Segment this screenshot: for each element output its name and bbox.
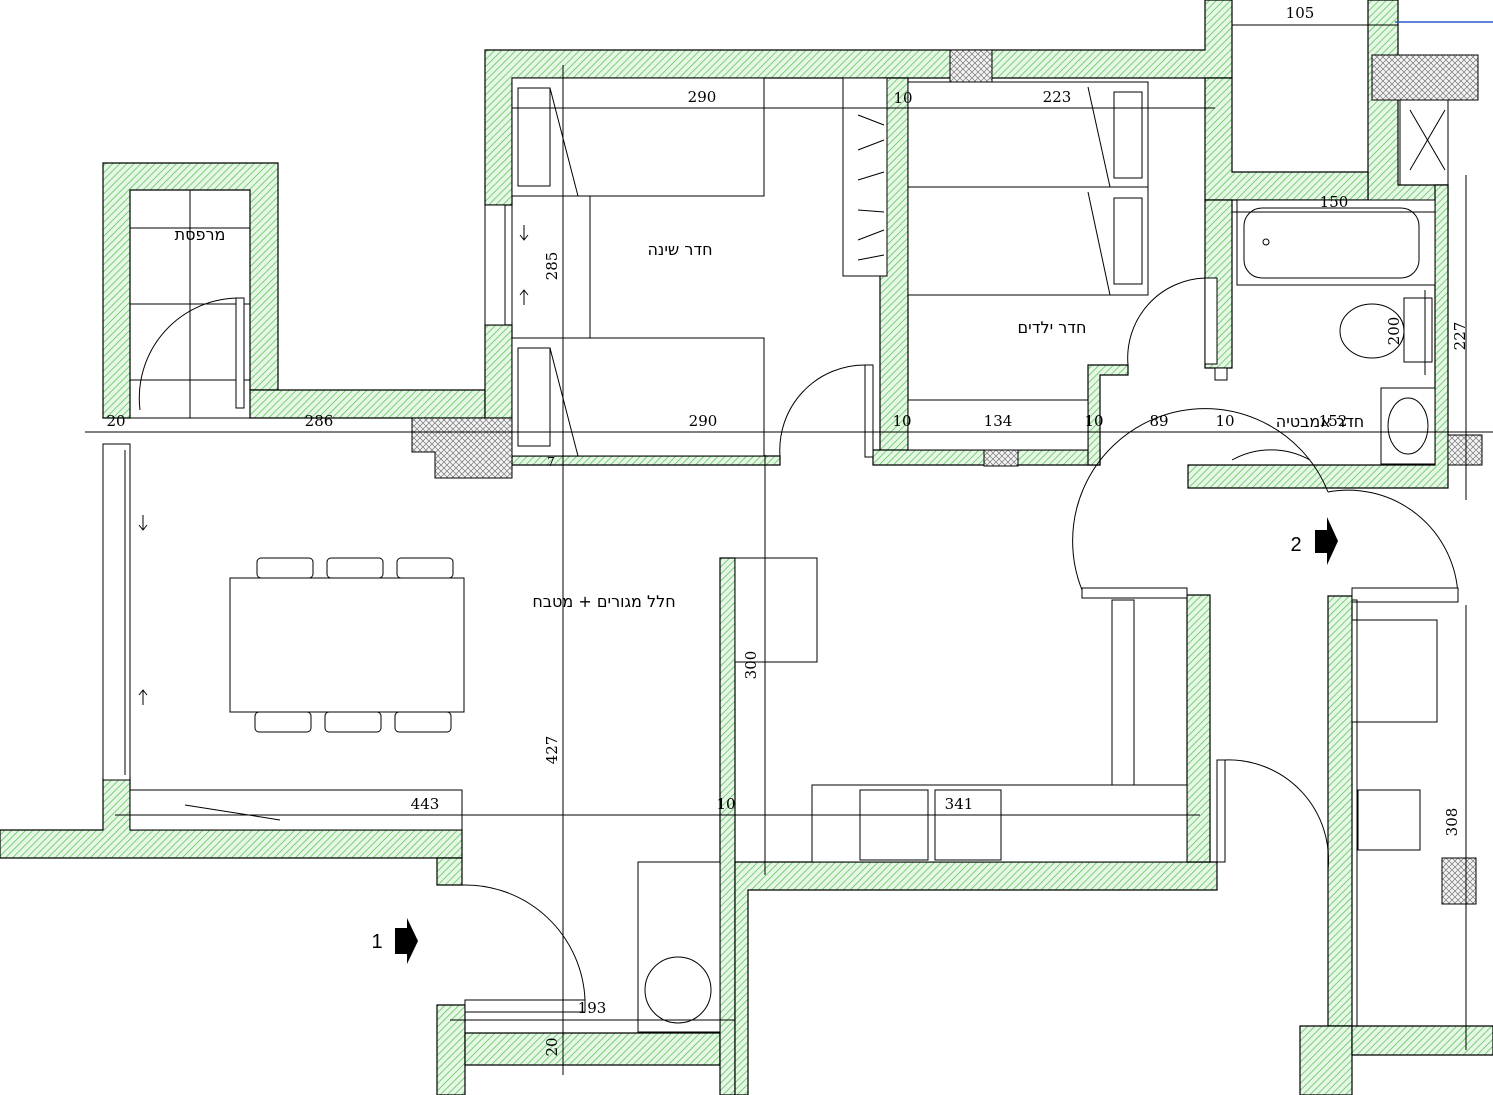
columns [411, 49, 1483, 905]
entrance-markers: 1 2 [371, 517, 1338, 964]
dimension-label: 223 [1043, 88, 1072, 106]
entrance-arrow-icon [1315, 517, 1338, 565]
dimension-label: 341 [945, 795, 974, 813]
dimension-labels: 105 290 10 223 150 285 200 227 20 286 29… [106, 4, 1469, 1057]
room-labels: מרפסת חדר שינה חדר ילדים חלל מגורים + מט… [175, 225, 1365, 611]
dimension-label: 7 [547, 455, 555, 469]
room-label-balcony: מרפסת [175, 225, 226, 244]
dimension-label: 134 [984, 412, 1013, 430]
dimension-label: 290 [688, 88, 717, 106]
furniture [102, 77, 1459, 1033]
dimension-label: 200 [1385, 317, 1403, 346]
dimension-label: 20 [106, 412, 125, 430]
dimension-label: 10 [893, 89, 912, 107]
dimension-label: 443 [411, 795, 440, 813]
entrance-number-2: 2 [1290, 534, 1301, 556]
dimension-label: 308 [1443, 808, 1461, 837]
dimension-label: 285 [543, 252, 561, 281]
dimension-label: 10 [1084, 412, 1103, 430]
dimension-label: 300 [742, 651, 760, 680]
dimension-label: 105 [1286, 4, 1315, 22]
dimension-label: 10 [1215, 412, 1234, 430]
dimension-label: 10 [892, 412, 911, 430]
dimension-label: 290 [689, 412, 718, 430]
room-label-living-kitchen: חלל מגורים + מטבח [532, 592, 675, 611]
dimension-label: 227 [1451, 322, 1469, 351]
dimension-label: 286 [305, 412, 334, 430]
dimension-label: 193 [578, 999, 607, 1017]
dimension-label: 20 [543, 1037, 561, 1056]
room-label-bath: חדר אמבטיה [1276, 412, 1365, 431]
dimension-lines [85, 24, 1493, 1075]
entrance-number-1: 1 [371, 931, 382, 953]
dimension-label: 150 [1320, 193, 1349, 211]
dimension-label: 427 [543, 736, 561, 765]
dimension-label: 89 [1149, 412, 1168, 430]
room-label-kids-room: חדר ילדים [1018, 318, 1087, 337]
dimension-label: 10 [716, 795, 735, 813]
entrance-arrow-icon [395, 918, 418, 964]
dimension-label: 152 [1319, 412, 1348, 430]
room-label-bedroom: חדר שינה [647, 240, 712, 259]
